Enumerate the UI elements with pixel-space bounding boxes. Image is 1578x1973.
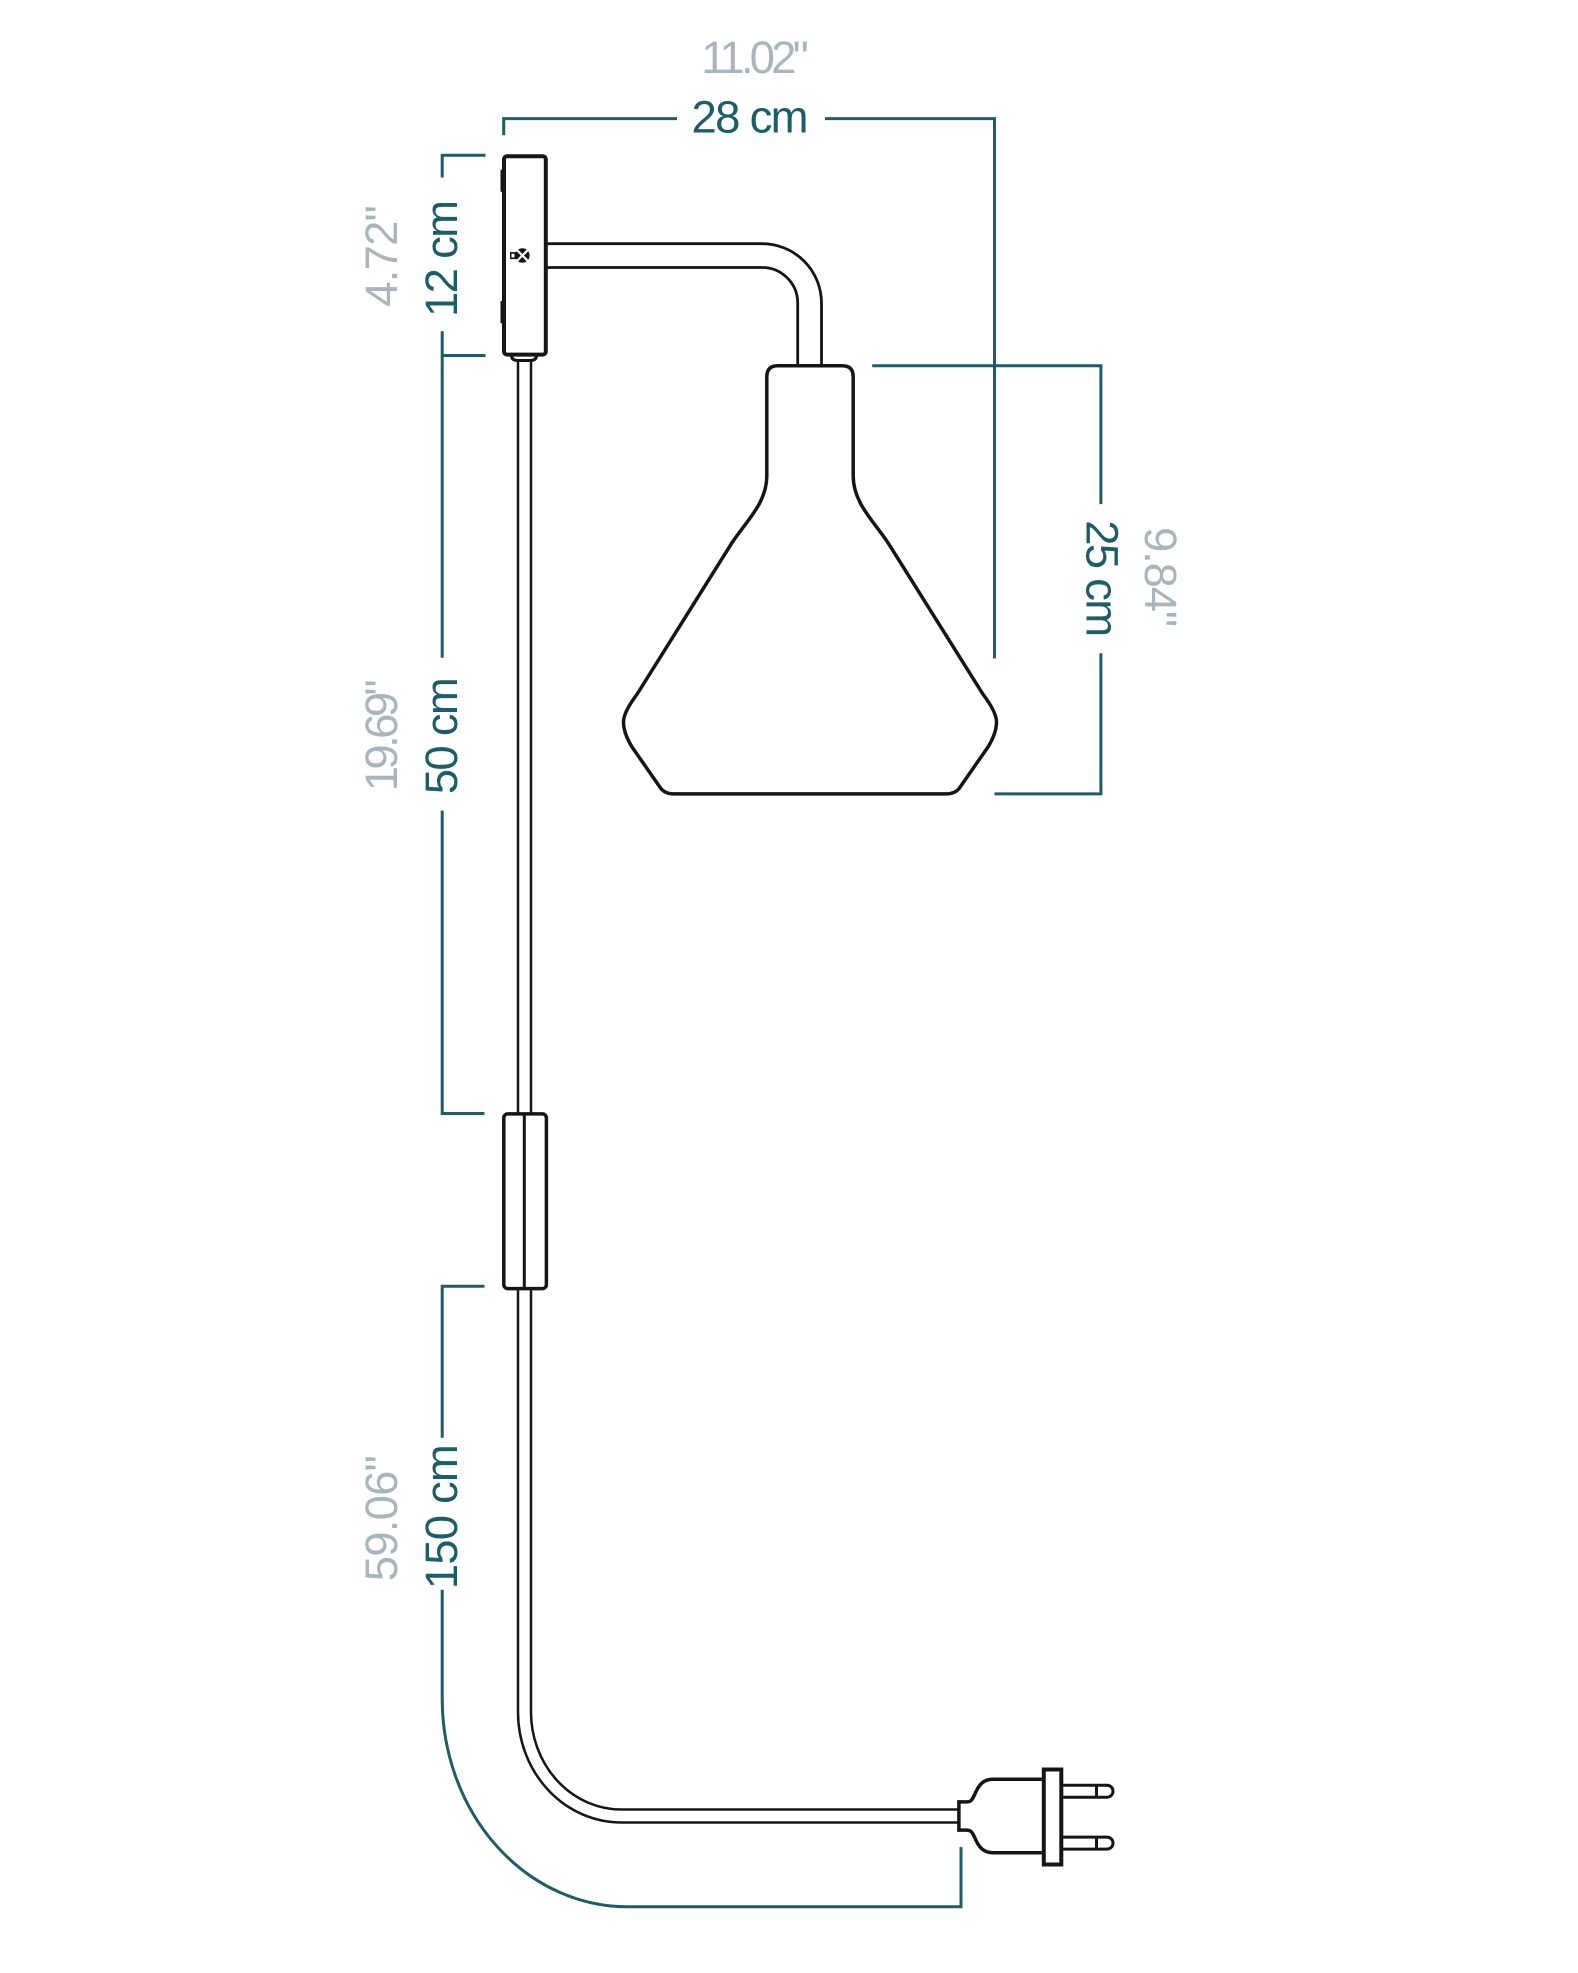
svg-text:50 cm: 50 cm [416,677,467,794]
svg-text:25 cm: 25 cm [1077,520,1128,637]
svg-text:11.02": 11.02" [701,32,809,83]
svg-text:12 cm: 12 cm [416,200,467,317]
svg-text:9.84": 9.84" [1135,527,1186,627]
svg-text:28 cm: 28 cm [692,92,809,143]
svg-text:4.72": 4.72" [356,205,407,307]
svg-text:19.69": 19.69" [356,679,407,791]
svg-text:150 cm: 150 cm [416,1444,467,1589]
svg-text:59.06": 59.06" [356,1455,407,1581]
